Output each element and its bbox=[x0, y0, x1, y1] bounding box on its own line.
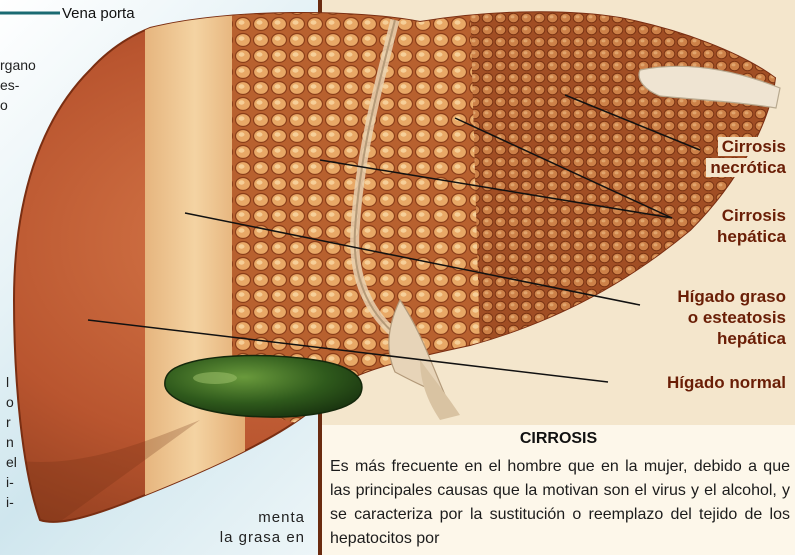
left-bottom-1: menta bbox=[175, 508, 305, 528]
label-higado-graso-line3: hepática bbox=[713, 329, 790, 348]
left-mid-2: o bbox=[6, 392, 17, 412]
cirrosis-panel-body: Es más frecuente en el hombre que en la … bbox=[330, 455, 790, 551]
vena-porta-label: Vena porta bbox=[62, 5, 135, 22]
left-mid-4: n bbox=[6, 432, 17, 452]
left-text-fragments-bottom: menta la grasa en bbox=[175, 508, 305, 548]
label-cirrosis-necrotica-line1: Cirrosis bbox=[718, 137, 790, 156]
label-cirrosis-hepatica-line2: hepática bbox=[713, 227, 790, 246]
left-mid-6: i- bbox=[6, 472, 17, 492]
label-higado-normal-text: Hígado normal bbox=[663, 373, 790, 392]
cirrosis-panel-title: CIRROSIS bbox=[322, 430, 795, 448]
left-fragment-3: o bbox=[0, 95, 8, 115]
left-mid-1: l bbox=[6, 372, 17, 392]
label-cirrosis-hepatica-line1: Cirrosis bbox=[718, 206, 790, 225]
left-mid-3: r bbox=[6, 412, 17, 432]
left-fragment-2: es- bbox=[0, 75, 19, 95]
left-text-fragments-mid: l o r n el i- i- bbox=[6, 372, 17, 512]
left-fragment-1: rgano bbox=[0, 55, 36, 75]
label-cirrosis-necrotica-line2: necrótica bbox=[706, 158, 790, 177]
label-higado-graso-line2: o esteatosis bbox=[684, 308, 790, 327]
label-higado-graso: Hígado graso o esteatosis hepática bbox=[600, 286, 790, 349]
label-cirrosis-hepatica: Cirrosis hepática bbox=[640, 205, 790, 247]
label-higado-normal: Hígado normal bbox=[600, 372, 790, 393]
left-mid-5: el bbox=[6, 452, 17, 472]
left-mid-7: i- bbox=[6, 492, 17, 512]
left-text-fragments-top: rgano es- o bbox=[0, 55, 10, 65]
left-bottom-2: la grasa en bbox=[175, 528, 305, 548]
label-cirrosis-necrotica: Cirrosis necrótica bbox=[640, 136, 790, 178]
label-higado-graso-line1: Hígado graso bbox=[673, 287, 790, 306]
